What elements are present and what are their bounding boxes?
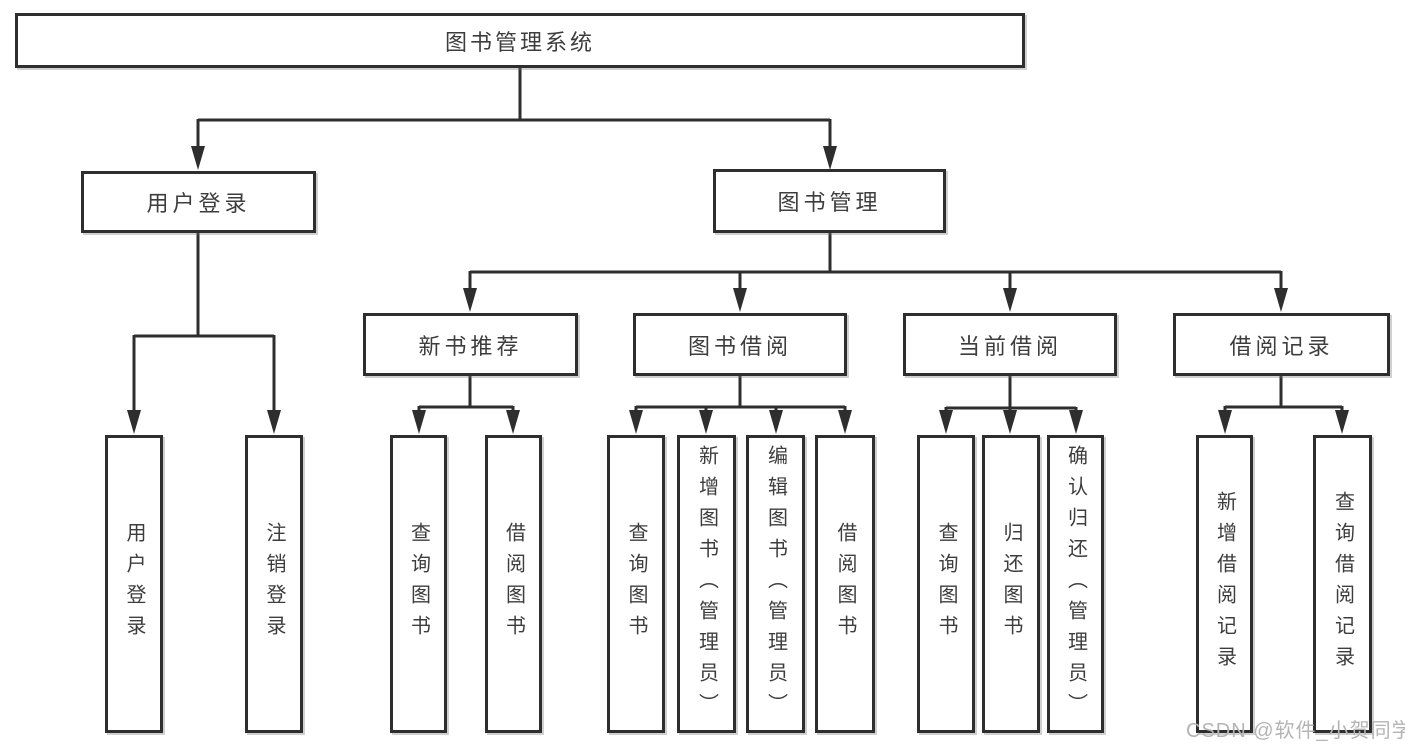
arrow-down-icon [939,410,953,434]
connector-current-borrow-children [939,376,1083,434]
arrow-down-icon [506,410,520,434]
arrow-down-icon [1069,410,1083,434]
node-current-borrowing: 当前借阅 [903,313,1117,376]
arrow-down-icon [769,410,783,434]
node-new-book-recommendation: 新书推荐 [363,313,578,376]
node-label: 借阅记录 [1229,333,1334,359]
node-label: 确认归还（管理员） [1064,444,1087,724]
leaf-logout: 注销登录 [245,435,303,733]
node-label: 新增图书（管理员） [695,444,718,724]
leaf-borrow-books-recommend: 借阅图书 [485,435,542,733]
arrow-down-icon [1274,288,1288,312]
node-borrowing-records: 借阅记录 [1173,313,1390,376]
node-label: 新书推荐 [418,333,523,359]
node-label: 图书借阅 [687,333,792,359]
node-label: 图书管理系统 [444,29,595,55]
node-user-login: 用户登录 [81,171,316,233]
connector-book-borrow-children [629,376,852,434]
arrow-down-icon [412,410,426,434]
arrow-down-icon [267,410,281,434]
leaf-return-books: 归还图书 [982,435,1040,733]
leaf-add-books-admin: 新增图书（管理员） [677,435,736,733]
node-book-borrowing: 图书借阅 [633,313,847,376]
connector-root-to-level2 [191,68,837,170]
arrow-down-icon [191,146,205,170]
connector-book-management-children [463,233,1288,312]
node-label: 查询图书 [935,522,957,646]
arrow-down-icon [1218,410,1232,434]
arrow-down-icon [1003,410,1017,434]
node-label: 借阅图书 [502,522,525,646]
leaf-add-borrow-record: 新增借阅记录 [1196,435,1253,733]
arrow-down-icon [1003,288,1017,312]
leaf-edit-books-admin: 编辑图书（管理员） [746,435,805,733]
connector-user-login-children [127,233,281,434]
leaf-query-books-recommend: 查询图书 [390,435,447,733]
node-library-management-system: 图书管理系统 [15,13,1025,68]
node-label: 编辑图书（管理员） [764,444,787,724]
node-label: 图书管理 [777,190,882,215]
node-label: 查询图书 [625,522,647,646]
node-label: 归还图书 [1000,522,1022,646]
node-book-management: 图书管理 [713,169,946,233]
node-label: 用户登录 [146,191,251,216]
node-label: 借阅图书 [834,522,856,646]
node-label: 用户登录 [123,522,145,646]
node-label: 查询图书 [407,522,430,646]
leaf-query-books-current: 查询图书 [917,435,975,733]
leaf-user-login: 用户登录 [105,435,163,733]
connector-new-book-children [412,376,520,434]
leaf-query-borrow-record: 查询借阅记录 [1313,435,1372,733]
arrow-down-icon [463,288,477,312]
node-label: 注销登录 [263,522,285,646]
arrow-down-icon [127,410,141,434]
leaf-confirm-return-admin: 确认归还（管理员） [1047,435,1104,733]
arrow-down-icon [733,288,747,312]
watermark: CSDN @软件_小贺同学 [1186,720,1405,742]
leaf-borrow-books: 借阅图书 [815,435,875,733]
node-label: 新增借阅记录 [1213,491,1236,677]
leaf-query-books-borrow: 查询图书 [607,435,665,733]
arrow-down-icon [838,410,852,434]
arrow-down-icon [699,410,713,434]
arrow-down-icon [1335,410,1349,434]
connector-borrow-record-children [1218,376,1349,434]
node-label: 当前借阅 [957,333,1062,359]
arrow-down-icon [823,146,837,170]
arrow-down-icon [629,410,643,434]
node-label: 查询借阅记录 [1331,491,1354,677]
